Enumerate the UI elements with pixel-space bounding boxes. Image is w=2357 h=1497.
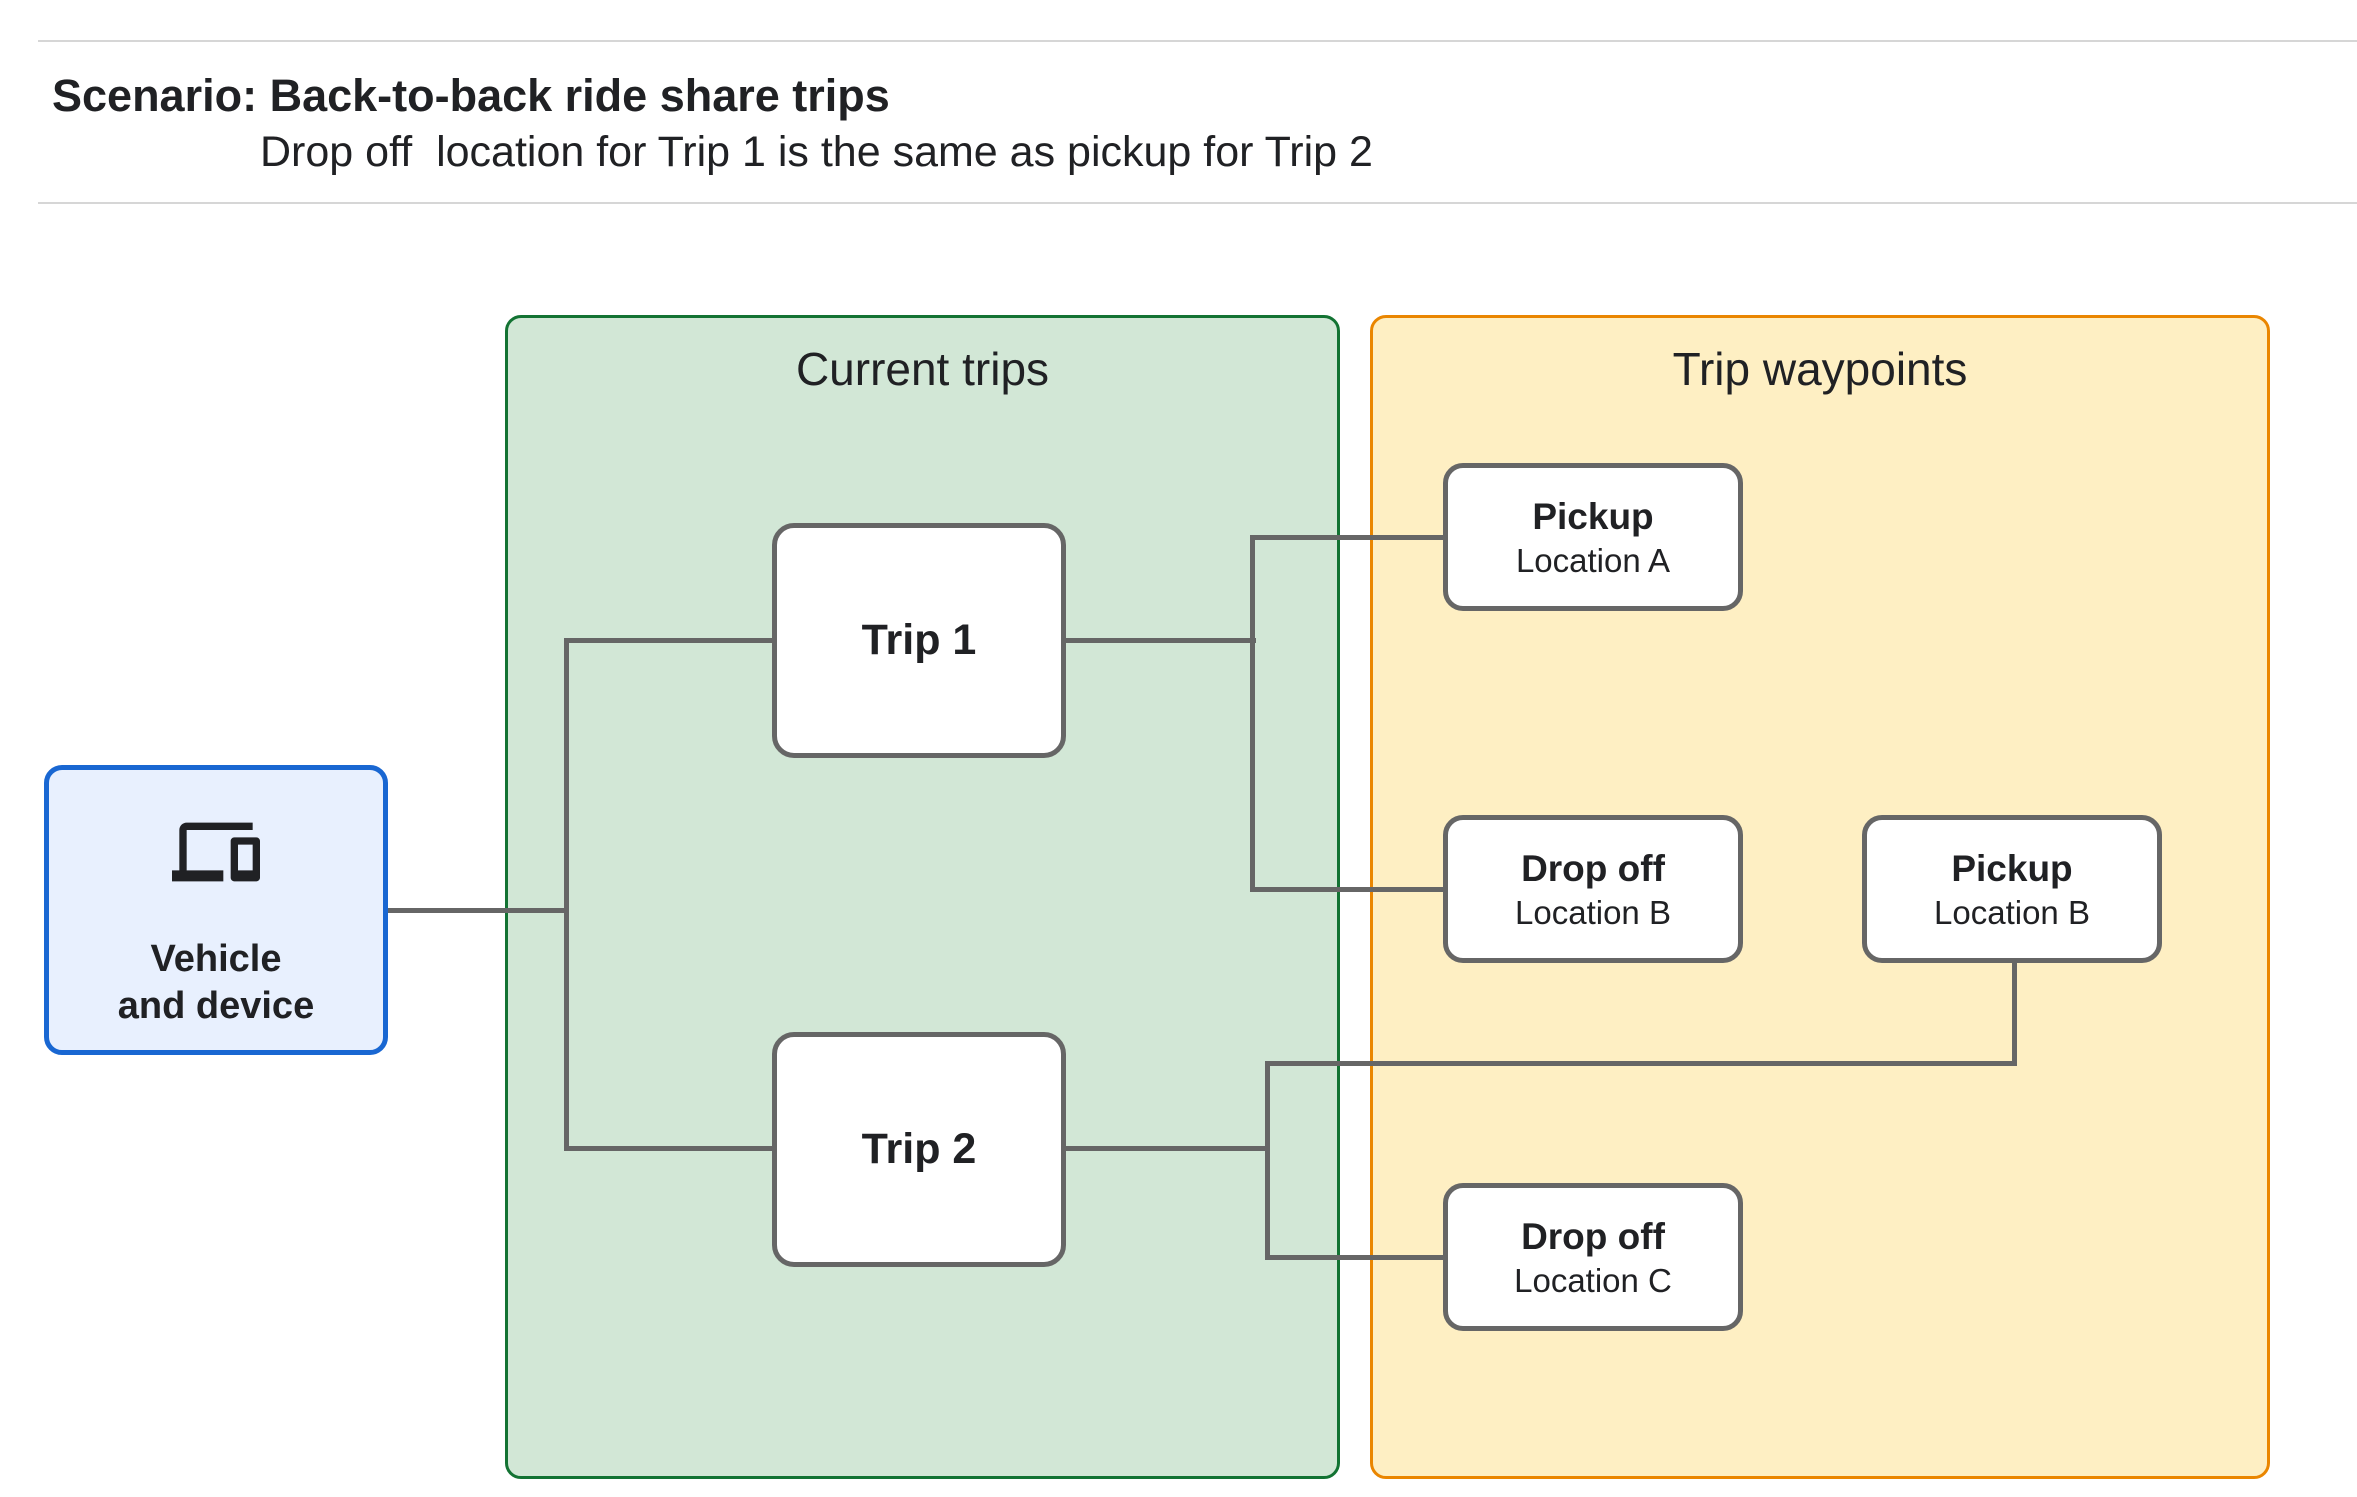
connector-pickup-b-drop <box>2012 959 2017 1066</box>
waypoint-title: Drop off <box>1521 847 1665 889</box>
waypoint-dropoff-location-b: Drop off Location B <box>1443 815 1743 963</box>
vehicle-label-line1: Vehicle <box>150 938 282 980</box>
devices-icon <box>172 808 260 901</box>
top-divider <box>38 40 2357 42</box>
waypoint-subtitle: Location B <box>1515 893 1671 931</box>
trip-2-box: Trip 2 <box>772 1032 1066 1267</box>
connector-junction1-to-pickup-a <box>1250 535 1445 540</box>
header-divider <box>38 202 2357 204</box>
trip-2-label: Trip 2 <box>861 1125 977 1173</box>
trip-1-box: Trip 1 <box>772 523 1066 758</box>
connector-trip1-to-junction1 <box>1064 638 1256 643</box>
connector-trunk-to-trip1 <box>564 638 774 643</box>
page-subtitle: Drop off location for Trip 1 is the same… <box>260 128 1373 176</box>
page-title: Scenario: Back-to-back ride share trips <box>52 70 890 121</box>
vehicle-label: Vehicle and device <box>49 936 383 1030</box>
connector-junction1-vertical <box>1250 535 1255 892</box>
connector-vehicle-to-trunk <box>388 908 568 913</box>
waypoint-subtitle: Location C <box>1514 1261 1672 1299</box>
vehicle-label-line2: and device <box>117 985 315 1027</box>
waypoint-dropoff-location-c: Drop off Location C <box>1443 1183 1743 1331</box>
waypoint-title: Pickup <box>1532 495 1654 537</box>
connector-junction2-vertical <box>1265 1061 1270 1260</box>
connector-junction2-to-pickup-b <box>1265 1061 2017 1066</box>
waypoint-title: Drop off <box>1521 1215 1665 1257</box>
waypoint-subtitle: Location B <box>1934 893 2090 931</box>
trip-waypoints-title: Trip waypoints <box>1672 343 1968 395</box>
connector-junction2-to-dropoff-c <box>1265 1255 1445 1260</box>
waypoint-pickup-location-a: Pickup Location A <box>1443 463 1743 611</box>
connector-junction1-to-dropoff-b <box>1250 887 1445 892</box>
vehicle-and-device-box: Vehicle and device <box>44 765 388 1055</box>
waypoint-pickup-location-b: Pickup Location B <box>1862 815 2162 963</box>
connector-trip2-to-junction2 <box>1064 1146 1270 1151</box>
current-trips-title: Current trips <box>795 343 1050 395</box>
connector-trunk-to-trip2 <box>564 1146 774 1151</box>
waypoint-title: Pickup <box>1951 847 2073 889</box>
connector-trunk-vertical <box>564 638 569 1151</box>
current-trips-panel: Current trips <box>505 315 1340 1479</box>
trip-1-label: Trip 1 <box>861 616 977 664</box>
waypoint-subtitle: Location A <box>1515 541 1671 579</box>
